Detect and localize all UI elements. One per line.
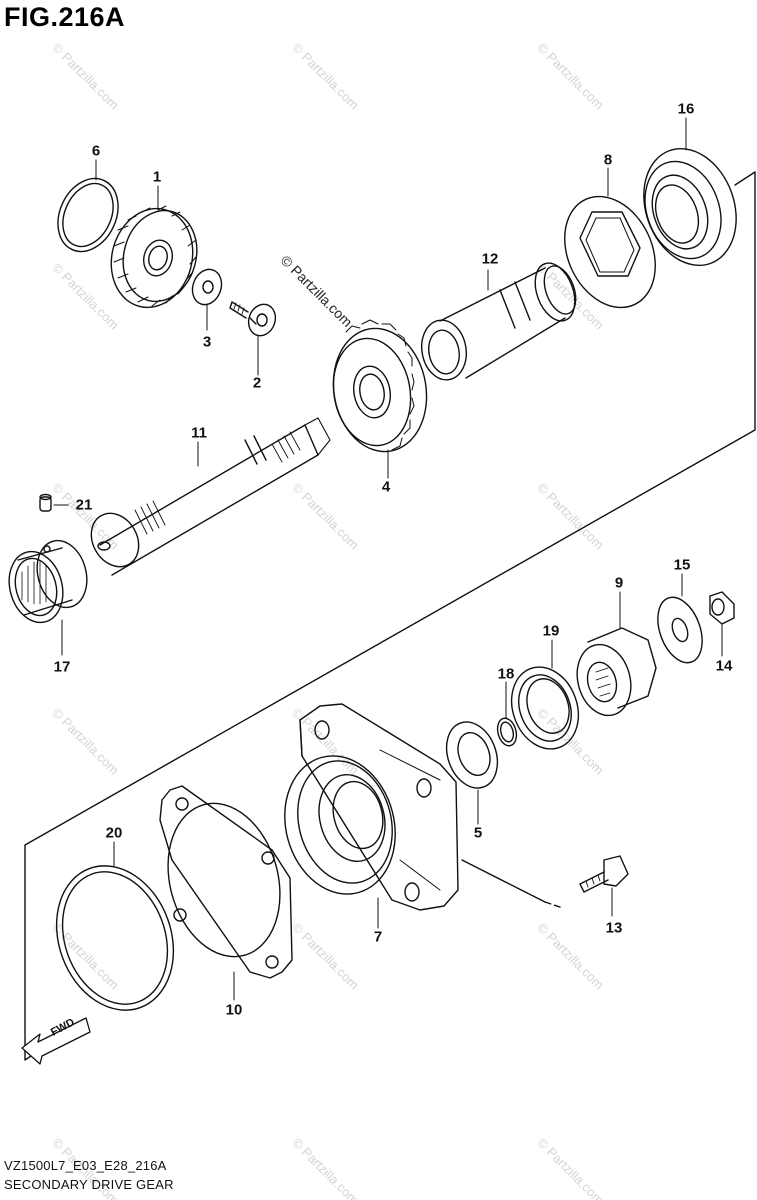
part-10-gasket (159, 785, 293, 979)
part-19-oil-seal (510, 666, 580, 750)
callout-5: 5 (473, 824, 483, 842)
callout-2: 2 (252, 374, 262, 392)
callout-16: 16 (677, 100, 695, 118)
part-4-bevel-gear (332, 319, 428, 453)
part-14-nut (709, 591, 735, 625)
callout-6: 6 (91, 142, 101, 160)
callout-3: 3 (202, 333, 212, 351)
part-13-bolt (579, 855, 629, 893)
part-2-bolt (229, 301, 277, 337)
part-17-needle-bearing (8, 539, 88, 624)
callout-1: 1 (152, 168, 162, 186)
callout-9: 9 (614, 574, 624, 592)
part-21-dowel-pin (39, 493, 52, 512)
callout-4: 4 (381, 478, 391, 496)
part-15-washer (657, 596, 703, 664)
part-16-oil-seal (643, 147, 737, 267)
figure-title: FIG.216A (4, 2, 126, 32)
callout-8: 8 (603, 151, 613, 169)
part-6-o-ring (57, 177, 119, 253)
part-20-o-ring (55, 865, 175, 1011)
part-1-bevel-gear (110, 205, 198, 309)
part-7-housing (284, 703, 459, 911)
callout-18: 18 (497, 665, 515, 683)
callout-11: 11 (191, 424, 207, 442)
section-title: SECONDARY DRIVE GEAR (4, 1177, 174, 1192)
callout-10: 10 (225, 1001, 243, 1019)
callout-13: 13 (605, 919, 623, 937)
part-8-hex-plate (564, 195, 656, 309)
callout-14: 14 (715, 657, 733, 675)
part-3-washer (191, 268, 223, 306)
callout-21: 21 (75, 496, 93, 514)
part-12-sleeve (421, 262, 577, 381)
model-code: VZ1500L7_E03_E28_216A (4, 1158, 167, 1173)
part-11-shaft (90, 417, 331, 576)
part-5-shim (445, 721, 499, 789)
callout-19: 19 (542, 622, 560, 640)
callout-7: 7 (373, 928, 383, 946)
fwd-arrow-icon (21, 1017, 91, 1065)
callout-12: 12 (481, 250, 499, 268)
callout-17: 17 (53, 658, 71, 676)
part-18-o-ring (496, 717, 518, 747)
callout-leaders (53, 117, 723, 1001)
callout-20: 20 (105, 824, 123, 842)
callout-15: 15 (673, 556, 691, 574)
part-9-coupling (576, 627, 657, 717)
